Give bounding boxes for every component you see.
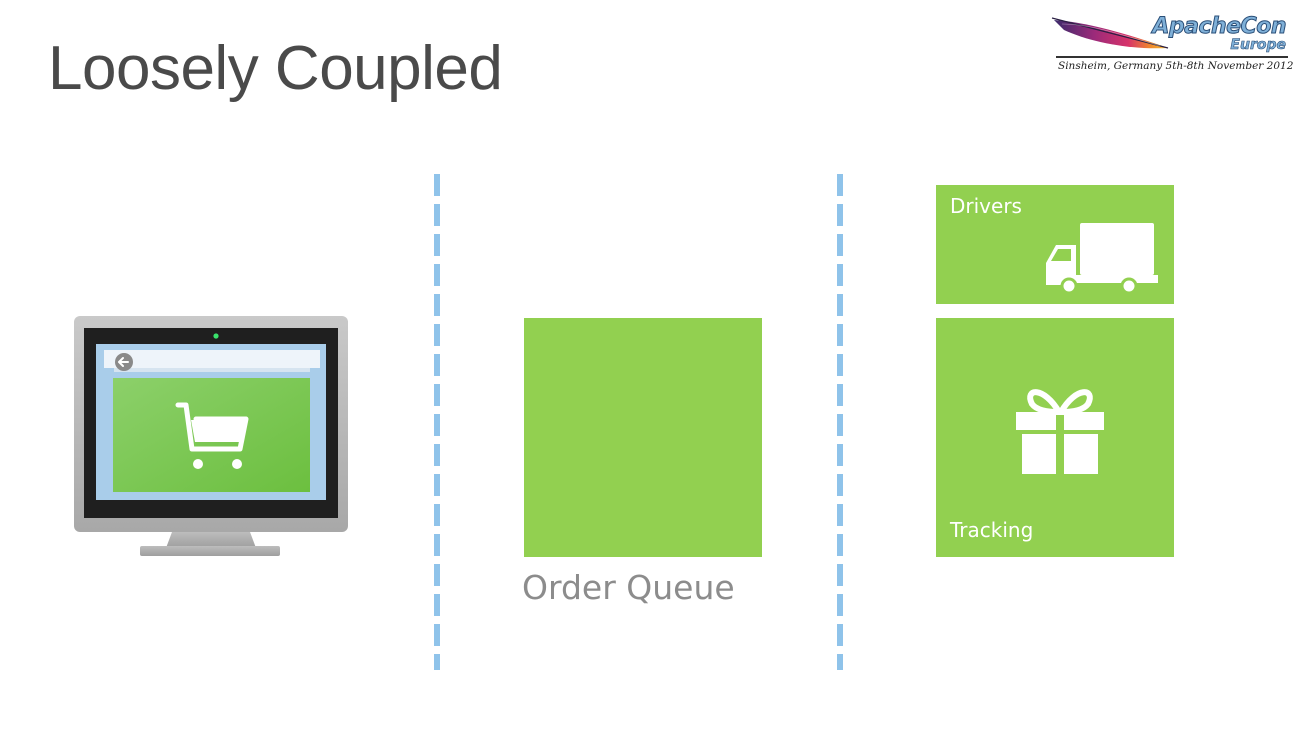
order-queue-caption: Order Queue	[522, 568, 735, 607]
drivers-tile[interactable]: Drivers	[936, 185, 1174, 304]
logo-region: Europe	[1230, 37, 1286, 54]
monitor-icon	[74, 316, 348, 556]
divider-right	[837, 174, 843, 670]
gift-icon	[1016, 389, 1104, 474]
logo-rule	[1056, 56, 1288, 58]
divider-left	[434, 174, 440, 670]
logo-brand: ApacheCon	[1152, 14, 1287, 40]
tracking-tile-label: Tracking	[950, 518, 1034, 542]
back-arrow-icon	[115, 353, 133, 371]
slide-title: Loosely Coupled	[48, 34, 503, 103]
logo-tagline: Sinsheim, Germany 5th-8th November 2012	[1058, 60, 1294, 72]
tracking-tile[interactable]: Tracking	[936, 318, 1174, 557]
drivers-tile-label: Drivers	[950, 194, 1022, 218]
order-queue-tile	[524, 318, 762, 557]
feather-icon	[1051, 17, 1169, 49]
truck-icon	[1046, 223, 1158, 295]
shopping-cart-icon	[175, 402, 249, 469]
apachecon-logo: ApacheCon Europe Sinsheim, Germany 5th-8…	[1050, 12, 1294, 74]
